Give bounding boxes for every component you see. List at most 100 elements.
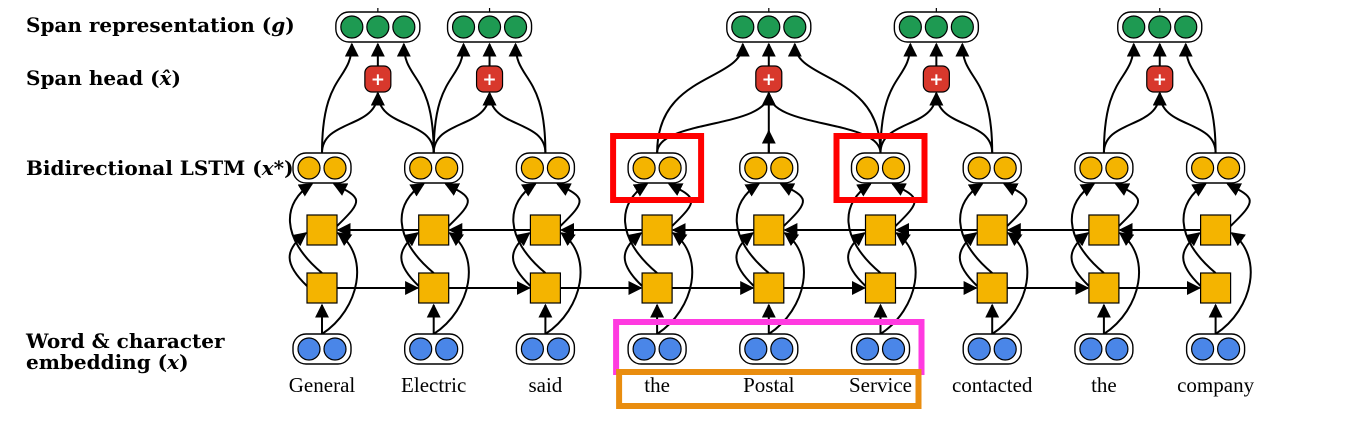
word-5: Service xyxy=(849,373,912,397)
edge-lstm1-to-lstm2-0 xyxy=(288,232,308,287)
lstm-output-node-0-unit-1 xyxy=(297,156,321,180)
lstm-output-node-8-unit-2 xyxy=(1216,156,1241,180)
edge-span4-start-to-rep xyxy=(1102,42,1141,154)
span-head-node-2 xyxy=(755,65,783,93)
backward-lstm-cell-3 xyxy=(641,214,673,246)
embedding-node-7-unit-1 xyxy=(1079,337,1103,361)
edge-span4-token7-to-head xyxy=(1102,91,1167,154)
edge-lstm1-to-output-5 xyxy=(847,183,882,274)
span-representation-node-4-unit-3 xyxy=(1174,15,1198,39)
span-head-plus-0: + xyxy=(371,70,385,90)
embedding-node-2-unit-2 xyxy=(546,337,571,361)
embedding-node-8-unit-2 xyxy=(1216,337,1241,361)
lstm-output-node-3-unit-2 xyxy=(658,156,682,180)
embedding-node-1-unit-1 xyxy=(409,337,433,361)
span-head-node-1 xyxy=(475,65,504,93)
edge-lstm1-to-lstm2-1 xyxy=(400,232,420,287)
span-head-node-4 xyxy=(1146,65,1174,93)
edge-lstm1-to-output-4 xyxy=(735,183,770,274)
edges-layer xyxy=(288,42,1252,335)
backward-lstm-cell-8 xyxy=(1199,214,1232,246)
span-head-plus-1: + xyxy=(482,70,496,90)
embedding-node-2-unit-1 xyxy=(520,337,545,361)
edge-span2-token5-to-head xyxy=(761,91,882,154)
edge-span2-start-to-rep xyxy=(656,42,750,154)
embedding-node-5-unit-2 xyxy=(881,337,906,361)
edge-lstm1-to-lstm2-8 xyxy=(1182,232,1202,287)
edge-embed-to-lstm2-0 xyxy=(321,232,359,335)
edge-span3-token6-to-head xyxy=(929,91,994,154)
span-head-plus-2: + xyxy=(762,70,776,90)
span-head-plus-4: + xyxy=(1153,70,1167,90)
backward-lstm-cell-2 xyxy=(529,214,562,246)
edge-lstm1-to-output-3 xyxy=(624,183,658,274)
edge-span4-token8-to-head xyxy=(1152,91,1217,154)
edge-span1-start-to-rep xyxy=(432,42,471,154)
edge-lstm1-to-lstm2-5 xyxy=(847,232,867,287)
word-6: contacted xyxy=(952,373,1033,397)
word-highlight-box xyxy=(616,369,922,409)
edge-span2-end-to-rep xyxy=(787,42,882,154)
label-word-char-embedding-line2: embedding (x) xyxy=(26,350,189,374)
embedding-node-0-unit-2 xyxy=(323,337,347,361)
span-representation-node-1-unit-1 xyxy=(451,15,476,39)
span-representation-node-0-unit-1 xyxy=(340,15,364,39)
lstm-output-node-7-unit-1 xyxy=(1079,156,1103,180)
span-representation-node-2-unit-3 xyxy=(783,15,807,39)
edge-span1-token1-to-head xyxy=(432,91,497,154)
edge-span1-token2-to-head xyxy=(482,91,547,154)
forward-lstm-cell-2 xyxy=(529,272,562,304)
edge-lstm2-to-output-8 xyxy=(1226,183,1251,227)
edge-span0-token0-to-head xyxy=(321,91,385,154)
embedding-node-3-unit-2 xyxy=(658,337,682,361)
forward-lstm-cell-4 xyxy=(753,272,785,304)
edge-span3-start-to-rep xyxy=(879,42,918,154)
edge-lstm1-to-output-1 xyxy=(400,183,435,274)
edge-lstm2-to-output-2 xyxy=(556,183,581,227)
edge-embed-to-lstm2-8 xyxy=(1215,232,1252,335)
span-representation-node-3-unit-3 xyxy=(950,15,974,39)
lstm-output-node-2-unit-1 xyxy=(520,156,545,180)
word-4: Postal xyxy=(743,373,795,397)
lstm-output-node-1-unit-2 xyxy=(435,156,459,180)
label-bidirectional-lstm: Bidirectional LSTM (x*) xyxy=(26,156,294,180)
span-head-plus-3: + xyxy=(929,70,943,90)
edge-span3-end-to-rep xyxy=(955,42,994,154)
lstm-highlight-box-0 xyxy=(610,133,705,203)
nodes-layer: + + + + + xyxy=(292,8,1246,365)
label-span-head: Span head (x̂) xyxy=(26,66,181,90)
edge-embed-to-lstm2-6 xyxy=(991,232,1029,335)
label-word-char-embedding-line1: Word & character xyxy=(26,329,225,353)
span-representation-node-1-unit-2 xyxy=(477,15,502,39)
lstm-output-node-3-unit-1 xyxy=(632,156,656,180)
lstm-output-node-4-unit-2 xyxy=(770,156,794,180)
span-representation-node-0-unit-2 xyxy=(366,15,390,39)
edge-span0-start-to-rep xyxy=(321,42,359,154)
word-1: Electric xyxy=(401,373,466,397)
embedding-node-6-unit-2 xyxy=(993,337,1017,361)
edge-span4-end-to-rep xyxy=(1178,42,1217,154)
edge-lstm1-to-output-7 xyxy=(1070,183,1105,274)
lstm-output-node-8-unit-1 xyxy=(1190,156,1215,180)
edge-lstm2-to-output-1 xyxy=(444,183,469,227)
edge-lstm1-to-lstm2-7 xyxy=(1070,232,1090,287)
backward-lstm-cell-0 xyxy=(306,214,338,246)
embedding-node-3-unit-1 xyxy=(632,337,656,361)
lstm-output-node-6-unit-2 xyxy=(993,156,1017,180)
edge-lstm1-to-lstm2-4 xyxy=(735,232,755,287)
span-representation-node-1-unit-3 xyxy=(503,15,528,39)
word-0: General xyxy=(289,373,356,397)
edge-embed-to-lstm2-1 xyxy=(433,232,470,335)
backward-lstm-cell-1 xyxy=(418,214,450,246)
edge-embed-to-lstm2-2 xyxy=(544,232,582,335)
edge-embed-to-lstm2-7 xyxy=(1103,232,1141,335)
edge-lstm1-to-output-8 xyxy=(1182,183,1217,274)
edge-span0-end-to-rep xyxy=(396,42,435,154)
embedding-node-0-unit-1 xyxy=(297,337,321,361)
embedding-node-5-unit-1 xyxy=(855,337,880,361)
lstm-highlight-box-1 xyxy=(833,133,928,203)
forward-lstm-cell-5 xyxy=(864,272,897,304)
forward-lstm-cell-0 xyxy=(306,272,338,304)
edge-lstm2-to-output-7 xyxy=(1114,183,1139,227)
